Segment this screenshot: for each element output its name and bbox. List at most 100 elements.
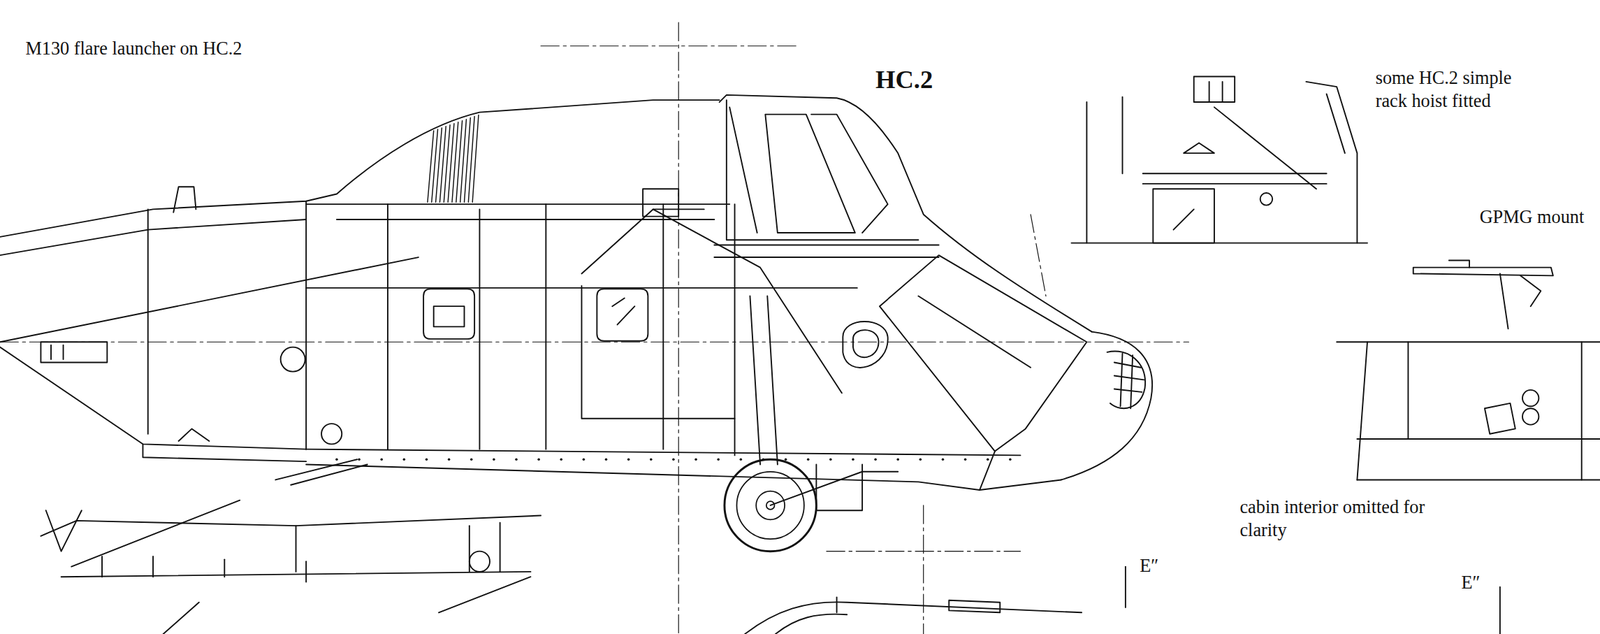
outline-stroke [734, 204, 736, 455]
rivet-dot [964, 457, 967, 461]
outline-stroke [1522, 408, 1539, 425]
outline-stroke [101, 556, 103, 577]
outline-stroke [142, 443, 307, 462]
outline-stroke [1413, 267, 1554, 276]
outline-stroke [275, 459, 358, 480]
outline-stroke [744, 601, 1082, 634]
outline-stroke [1152, 188, 1215, 243]
wheel-circle [766, 500, 775, 510]
outline-stroke [1071, 242, 1368, 244]
outline-stroke [842, 321, 888, 368]
outline-stroke [152, 556, 154, 577]
outline-stroke [433, 306, 465, 327]
outline-stroke [581, 285, 735, 419]
note-label: cabin interior omitted for clarity [1239, 496, 1459, 543]
outline-stroke [1130, 354, 1133, 409]
rivet-dot [851, 457, 855, 461]
centre-line [1030, 214, 1046, 297]
outline-stroke [1449, 259, 1470, 267]
rivet-dot [537, 457, 541, 461]
rivet-dot [627, 457, 631, 461]
outline-stroke [306, 203, 730, 205]
outline-stroke [811, 114, 889, 233]
outline-stroke [1356, 341, 1368, 480]
outline-stroke [662, 204, 664, 450]
rivet-dot [762, 457, 766, 461]
outline-stroke [544, 204, 547, 450]
rivet-dot [739, 457, 743, 461]
note-label: M130 flare launcher on HC.2 [25, 37, 243, 61]
outline-stroke [478, 208, 480, 449]
outline-stroke [1114, 375, 1144, 380]
note-label: GPMG mount [1479, 206, 1585, 230]
rivet-dot [649, 457, 653, 461]
rivet-dot [470, 457, 474, 461]
rivet-dot [605, 457, 608, 461]
outline-stroke [879, 255, 1087, 451]
wheel-circle [755, 491, 785, 520]
outline-stroke [729, 106, 757, 233]
outline-stroke [295, 525, 297, 572]
outline-stroke [1107, 350, 1146, 409]
outline-stroke [853, 329, 879, 358]
outline-stroke [1122, 97, 1124, 174]
outline-stroke [40, 515, 541, 536]
wheel-circle [736, 471, 804, 539]
rivet-dot [335, 457, 339, 461]
outline-stroke [1500, 273, 1509, 329]
outline-stroke [612, 297, 625, 307]
centre-line [0, 341, 1189, 343]
rivet-dot [672, 457, 675, 461]
outline-stroke [1173, 208, 1195, 230]
outline-stroke [1208, 81, 1211, 103]
outline-stroke [178, 428, 210, 441]
outline-stroke [280, 347, 306, 372]
outline-stroke [1214, 106, 1317, 189]
outline-stroke [336, 218, 715, 221]
outline-stroke [0, 99, 720, 237]
section-marker: E″ [1460, 571, 1480, 595]
outline-stroke [770, 471, 899, 506]
rivet-dot [560, 457, 564, 461]
rivet-dot [425, 457, 429, 461]
outline-stroke [642, 188, 679, 216]
outline-stroke [305, 201, 307, 450]
outline-stroke [765, 114, 856, 233]
outline-stroke [423, 288, 475, 339]
outline-stroke [438, 576, 531, 613]
outline-stroke [653, 208, 842, 393]
outline-stroke [1305, 81, 1357, 244]
centre-line [678, 22, 680, 634]
outline-stroke [1143, 183, 1327, 185]
outline-stroke [61, 571, 532, 577]
wheel-circle [724, 459, 817, 551]
centre-line [922, 505, 924, 634]
outline-stroke [836, 596, 838, 613]
outline-stroke [0, 257, 419, 342]
outline-stroke [1114, 361, 1141, 367]
rivet-dot [447, 457, 451, 461]
outline-stroke [147, 208, 149, 434]
outline-stroke [1124, 566, 1127, 608]
outline-stroke [918, 296, 1031, 368]
rivet-dot [784, 457, 788, 461]
rivet-dot [829, 457, 833, 461]
outline-stroke [1260, 192, 1274, 206]
outline-stroke [173, 186, 196, 213]
outline-stroke [1336, 340, 1600, 343]
rivet-dot [380, 457, 383, 461]
outline-stroke [1194, 76, 1235, 103]
rivet-dot [716, 457, 720, 461]
rivet-dot [1008, 457, 1012, 461]
outline-stroke [1581, 341, 1583, 480]
rivet-dot [806, 457, 810, 461]
outline-stroke [1499, 586, 1501, 634]
outline-stroke [1183, 142, 1215, 154]
view-title: HC.2 [875, 63, 933, 96]
outline-stroke [321, 423, 342, 444]
outline-stroke [469, 551, 490, 572]
rivet-dot [919, 457, 923, 461]
centre-line [540, 45, 796, 47]
outline-stroke [1120, 352, 1123, 406]
